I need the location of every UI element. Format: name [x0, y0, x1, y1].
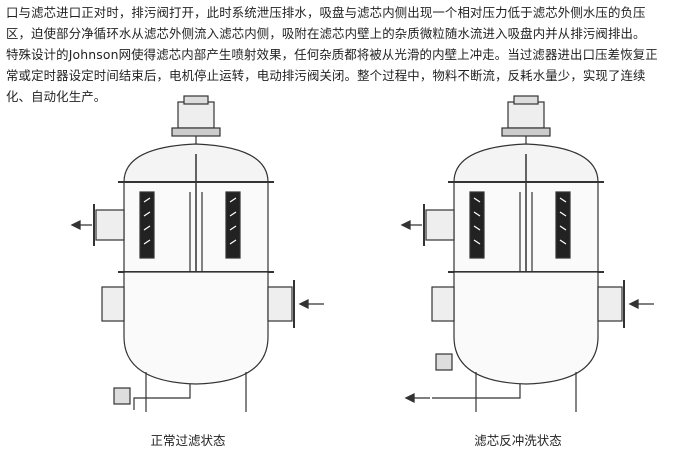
paragraph-line: 区，迫使部分净循环水从滤芯外侧流入滤芯内侧，吸附在滤芯内壁上的杂质微粒随水流进入… [6, 26, 646, 41]
lower-vessel [453, 271, 599, 385]
lower-vessel [123, 271, 269, 385]
drain-valve [113, 387, 131, 405]
paragraph-line: 化、自动化生产。 [6, 89, 107, 104]
inlet-flange [267, 286, 293, 322]
motor-base [171, 127, 221, 137]
motor-base [501, 127, 551, 137]
inlet-flange [597, 286, 623, 322]
drain-valve [435, 353, 453, 371]
motor-cap [183, 95, 209, 105]
figure-caption-backwash: 滤芯反冲洗状态 [474, 433, 562, 448]
motor-cap [513, 95, 539, 105]
paragraph-line: 常或定时器设定时间结束后，电机停止运转，电动排污阀关闭。整个过程中，物料不断流，… [6, 68, 646, 83]
motor-body [177, 101, 215, 129]
backwash-diagram [400, 95, 654, 412]
outlet-flange [425, 209, 455, 241]
description-paragraph: 口与滤芯进口正对时，排污阀打开，此时系统泄压排水，吸盘与滤芯内侧出现一个相对压力… [6, 2, 696, 107]
figure-caption-normal: 正常过滤状态 [150, 433, 226, 448]
paragraph-line: 口与滤芯进口正对时，排污阀打开，此时系统泄压排水，吸盘与滤芯内侧出现一个相对压力… [6, 5, 646, 20]
filter-element-right [555, 191, 571, 259]
paragraph-line: 特殊设计的Johnson网使得滤芯内部产生喷射效果，任何杂质都将被从光滑的内壁上… [6, 47, 658, 62]
filter-element-left [469, 191, 485, 259]
outlet-flange [95, 209, 125, 241]
drain-pipe [133, 384, 191, 410]
normal-filtration-diagram [70, 95, 324, 412]
filter-element-right [225, 191, 241, 259]
drain-pipe [432, 384, 521, 399]
filter-element-left [139, 191, 155, 259]
motor-body [507, 101, 545, 129]
